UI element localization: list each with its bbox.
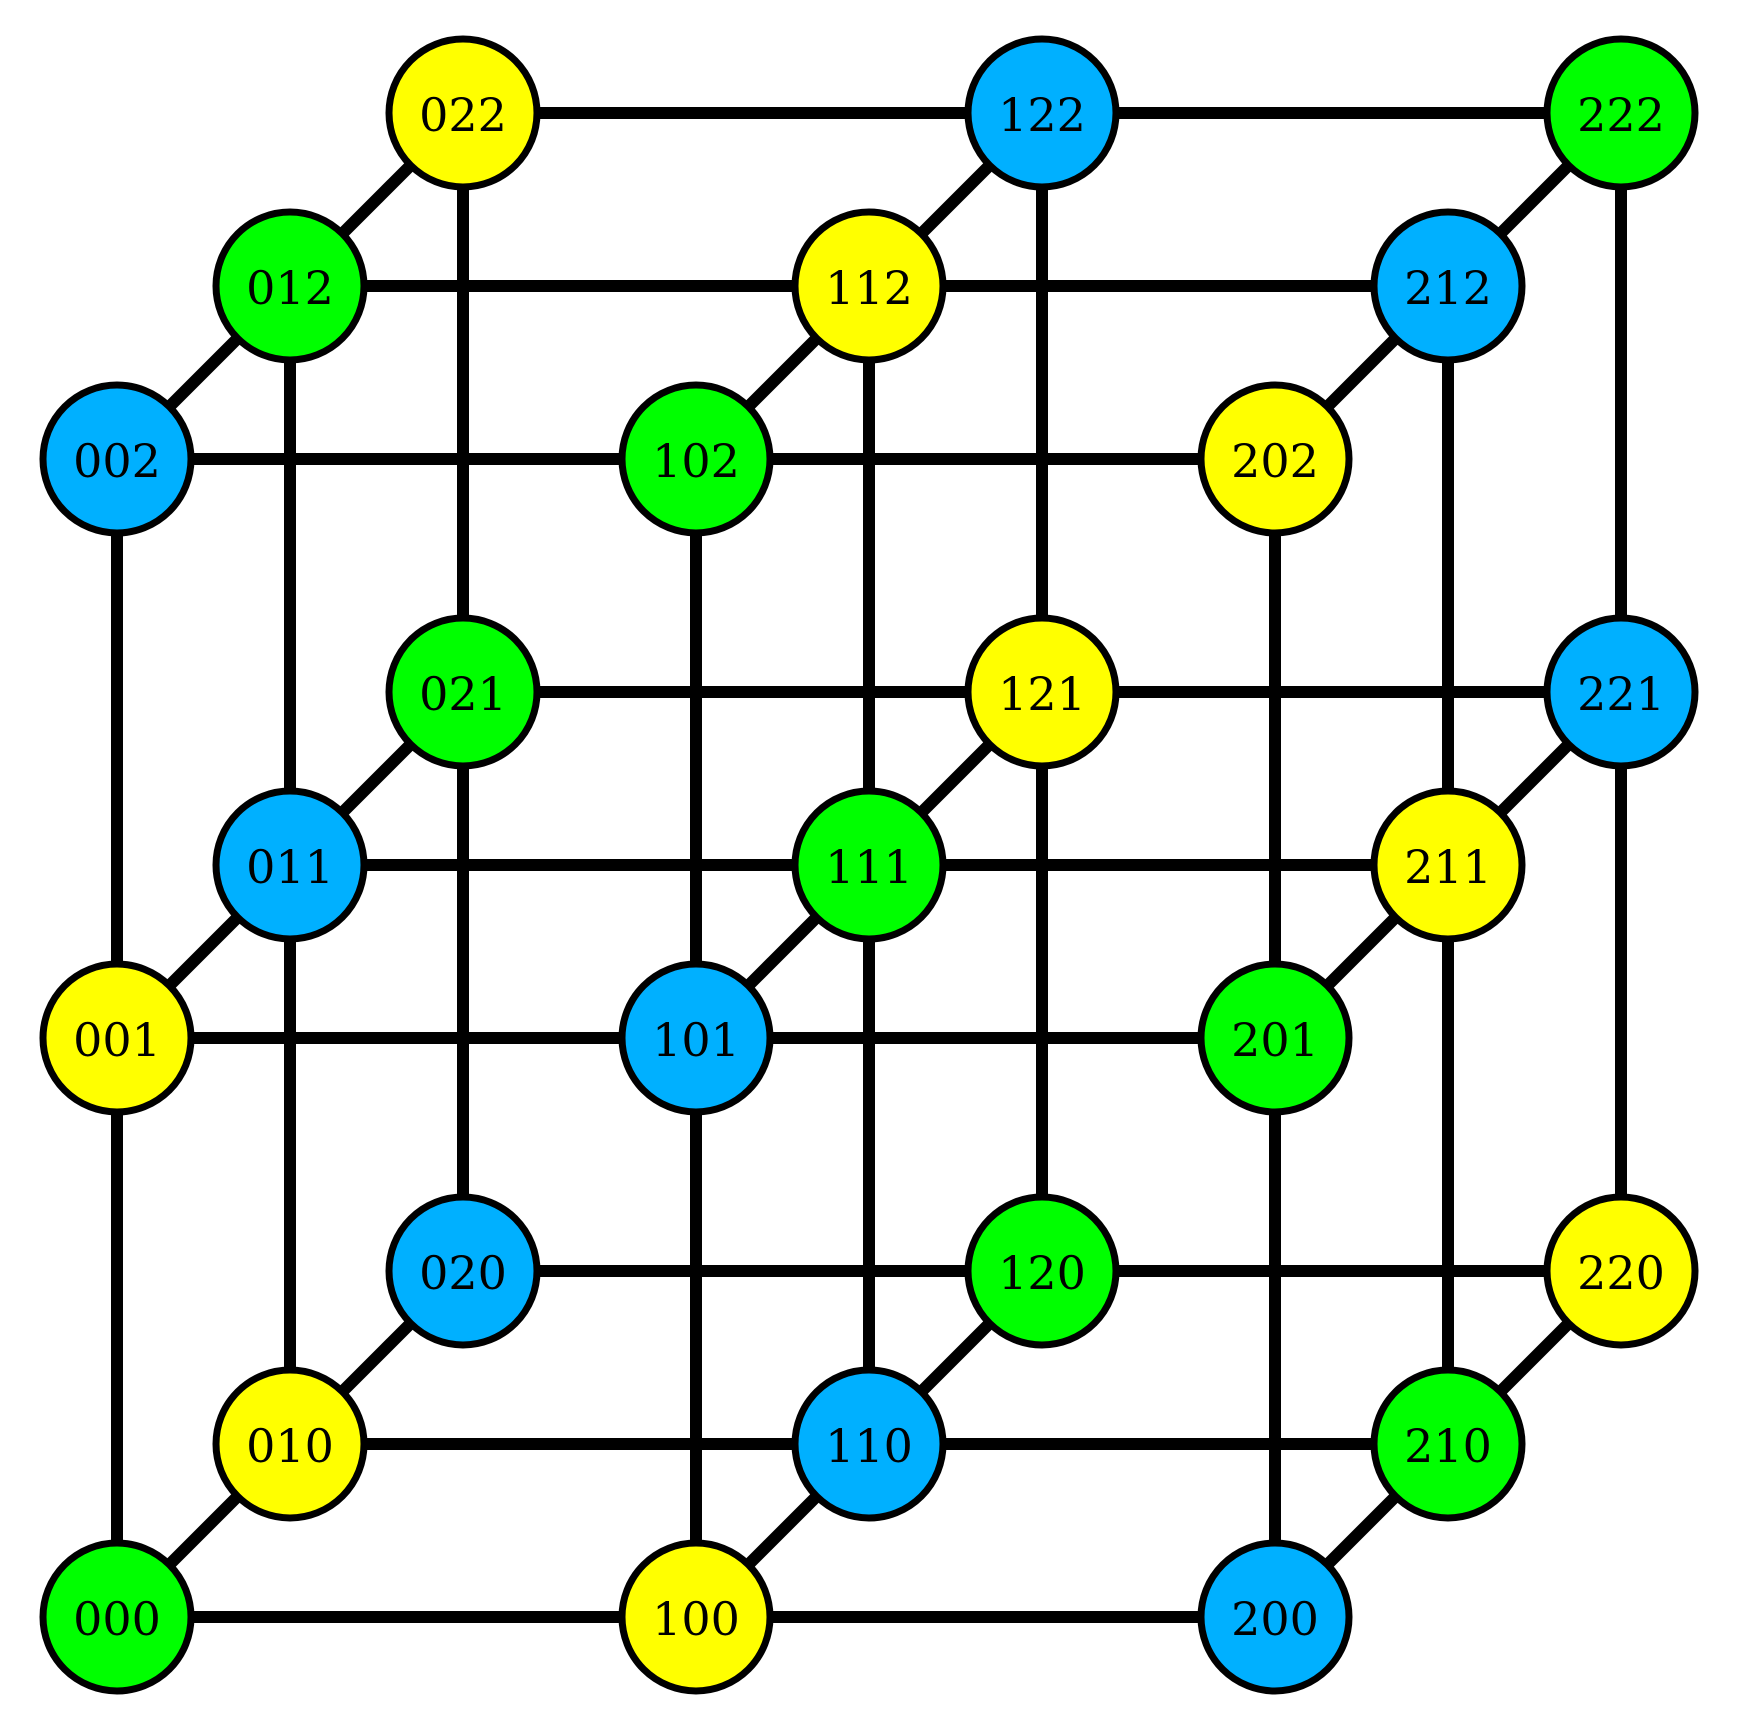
node-circle-200: [1197, 1539, 1353, 1695]
node-002: 002: [39, 381, 195, 537]
node-circle-121: [964, 614, 1120, 770]
node-021: 021: [385, 614, 541, 770]
node-circle-222: [1543, 35, 1699, 191]
node-circle-120: [964, 1193, 1120, 1349]
node-000: 000: [39, 1539, 195, 1695]
node-label-122: 122: [998, 88, 1086, 142]
node-circle-220: [1543, 1193, 1699, 1349]
node-112: 112: [791, 208, 947, 364]
node-label-010: 010: [246, 1419, 334, 1473]
node-202: 202: [1197, 381, 1353, 537]
node-circle-212: [1370, 208, 1526, 364]
node-circle-112: [791, 208, 947, 364]
node-022: 022: [385, 35, 541, 191]
node-120: 120: [964, 1193, 1120, 1349]
node-011: 011: [212, 787, 368, 943]
node-122: 122: [964, 35, 1120, 191]
node-label-202: 202: [1231, 434, 1319, 488]
node-label-020: 020: [419, 1246, 507, 1300]
node-222: 222: [1543, 35, 1699, 191]
node-121: 121: [964, 614, 1120, 770]
node-circle-001: [39, 960, 195, 1116]
node-label-022: 022: [419, 88, 507, 142]
node-label-221: 221: [1577, 667, 1665, 721]
node-label-001: 001: [73, 1013, 161, 1067]
node-label-100: 100: [652, 1592, 740, 1646]
node-012: 012: [212, 208, 368, 364]
node-label-111: 111: [825, 840, 913, 894]
node-211: 211: [1370, 787, 1526, 943]
node-label-110: 110: [825, 1419, 913, 1473]
node-020: 020: [385, 1193, 541, 1349]
node-label-002: 002: [73, 434, 161, 488]
node-201: 201: [1197, 960, 1353, 1116]
node-circle-111: [791, 787, 947, 943]
node-label-201: 201: [1231, 1013, 1319, 1067]
node-circle-201: [1197, 960, 1353, 1116]
node-210: 210: [1370, 1366, 1526, 1522]
node-label-121: 121: [998, 667, 1086, 721]
node-010: 010: [212, 1366, 368, 1522]
node-circle-102: [618, 381, 774, 537]
node-label-222: 222: [1577, 88, 1665, 142]
node-001: 001: [39, 960, 195, 1116]
node-label-021: 021: [419, 667, 507, 721]
node-label-220: 220: [1577, 1246, 1665, 1300]
node-circle-022: [385, 35, 541, 191]
node-label-000: 000: [73, 1592, 161, 1646]
node-100: 100: [618, 1539, 774, 1695]
node-label-210: 210: [1404, 1419, 1492, 1473]
node-circle-011: [212, 787, 368, 943]
node-circle-211: [1370, 787, 1526, 943]
node-circle-202: [1197, 381, 1353, 537]
node-102: 102: [618, 381, 774, 537]
node-label-120: 120: [998, 1246, 1086, 1300]
node-220: 220: [1543, 1193, 1699, 1349]
node-circle-101: [618, 960, 774, 1116]
node-circle-010: [212, 1366, 368, 1522]
node-layer: 000 001 002 010 011 012 020 021 022 100 101 102 110 1…: [39, 35, 1699, 1695]
node-circle-100: [618, 1539, 774, 1695]
node-label-200: 200: [1231, 1592, 1319, 1646]
node-circle-210: [1370, 1366, 1526, 1522]
node-circle-020: [385, 1193, 541, 1349]
node-110: 110: [791, 1366, 947, 1522]
node-label-101: 101: [652, 1013, 740, 1067]
node-200: 200: [1197, 1539, 1353, 1695]
node-101: 101: [618, 960, 774, 1116]
node-111: 111: [791, 787, 947, 943]
node-label-211: 211: [1404, 840, 1492, 894]
node-circle-122: [964, 35, 1120, 191]
node-circle-000: [39, 1539, 195, 1695]
node-label-212: 212: [1404, 261, 1492, 315]
node-circle-012: [212, 208, 368, 364]
node-circle-021: [385, 614, 541, 770]
node-label-012: 012: [246, 261, 334, 315]
node-label-102: 102: [652, 434, 740, 488]
node-circle-221: [1543, 614, 1699, 770]
node-label-112: 112: [825, 261, 913, 315]
node-circle-002: [39, 381, 195, 537]
node-circle-110: [791, 1366, 947, 1522]
node-212: 212: [1370, 208, 1526, 364]
node-label-011: 011: [246, 840, 334, 894]
node-221: 221: [1543, 614, 1699, 770]
